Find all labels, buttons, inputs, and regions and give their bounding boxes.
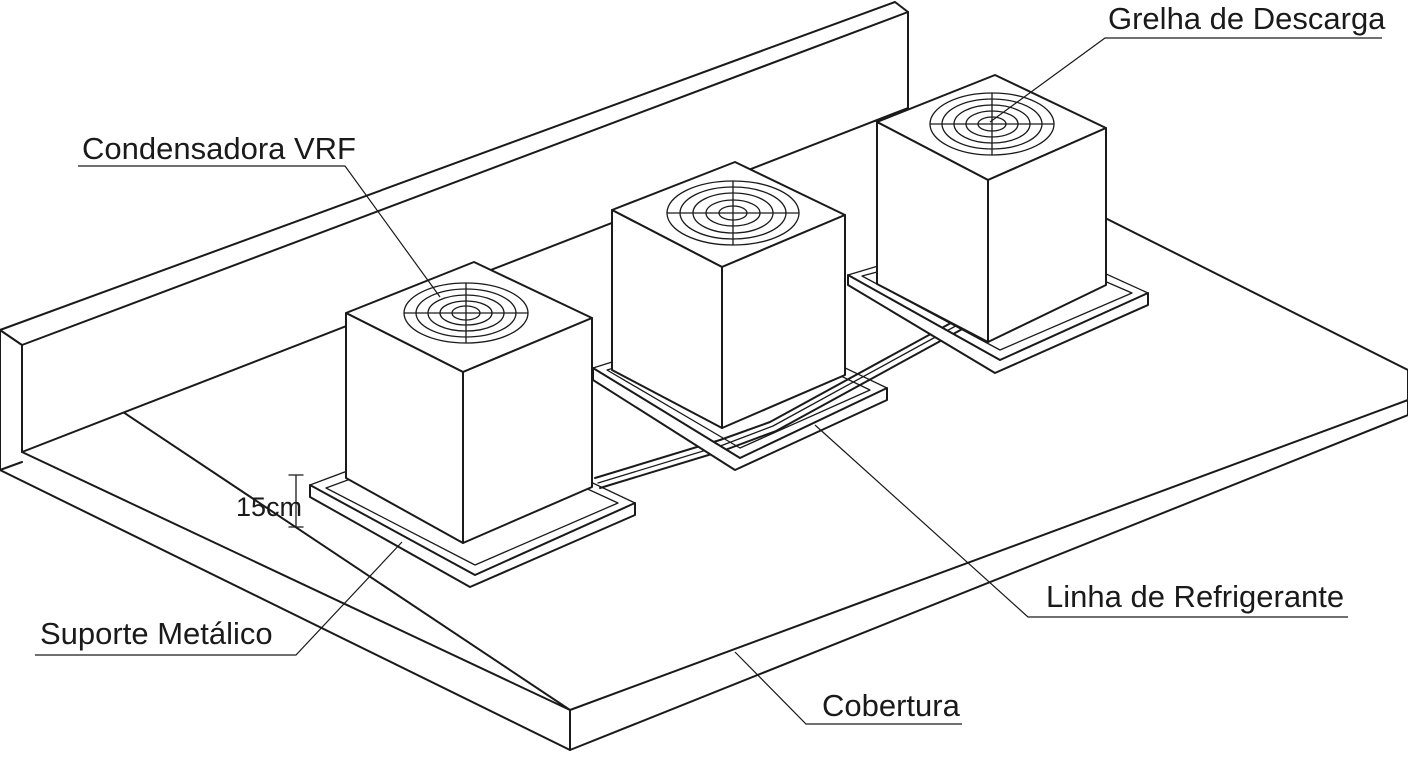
refrigerant-line [594,317,967,489]
grelha-label: Grelha de Descarga [1108,1,1386,36]
condensadora-label: Condensadora VRF [82,131,356,166]
label-cobertura: Cobertura [734,651,962,725]
discharge-grille [403,282,529,344]
linha-label: Linha de Refrigerante [1046,579,1344,614]
cobertura-label: Cobertura [822,688,961,723]
label-grelha: Grelha de Descarga [989,1,1386,123]
height-dimension: 15cm [236,474,304,528]
label-linha: Linha de Refrigerante [814,424,1348,618]
label-suporte: Suporte Metálico [35,541,403,656]
condenser-unit [309,261,636,588]
condenser-unit [592,161,888,471]
discharge-grille [929,92,1055,156]
suporte-label: Suporte Metálico [40,616,273,651]
label-condensadora: Condensadora VRF [78,131,441,298]
condenser-unit [847,74,1149,374]
dimension-label: 15cm [236,492,302,522]
discharge-grille [666,180,800,246]
